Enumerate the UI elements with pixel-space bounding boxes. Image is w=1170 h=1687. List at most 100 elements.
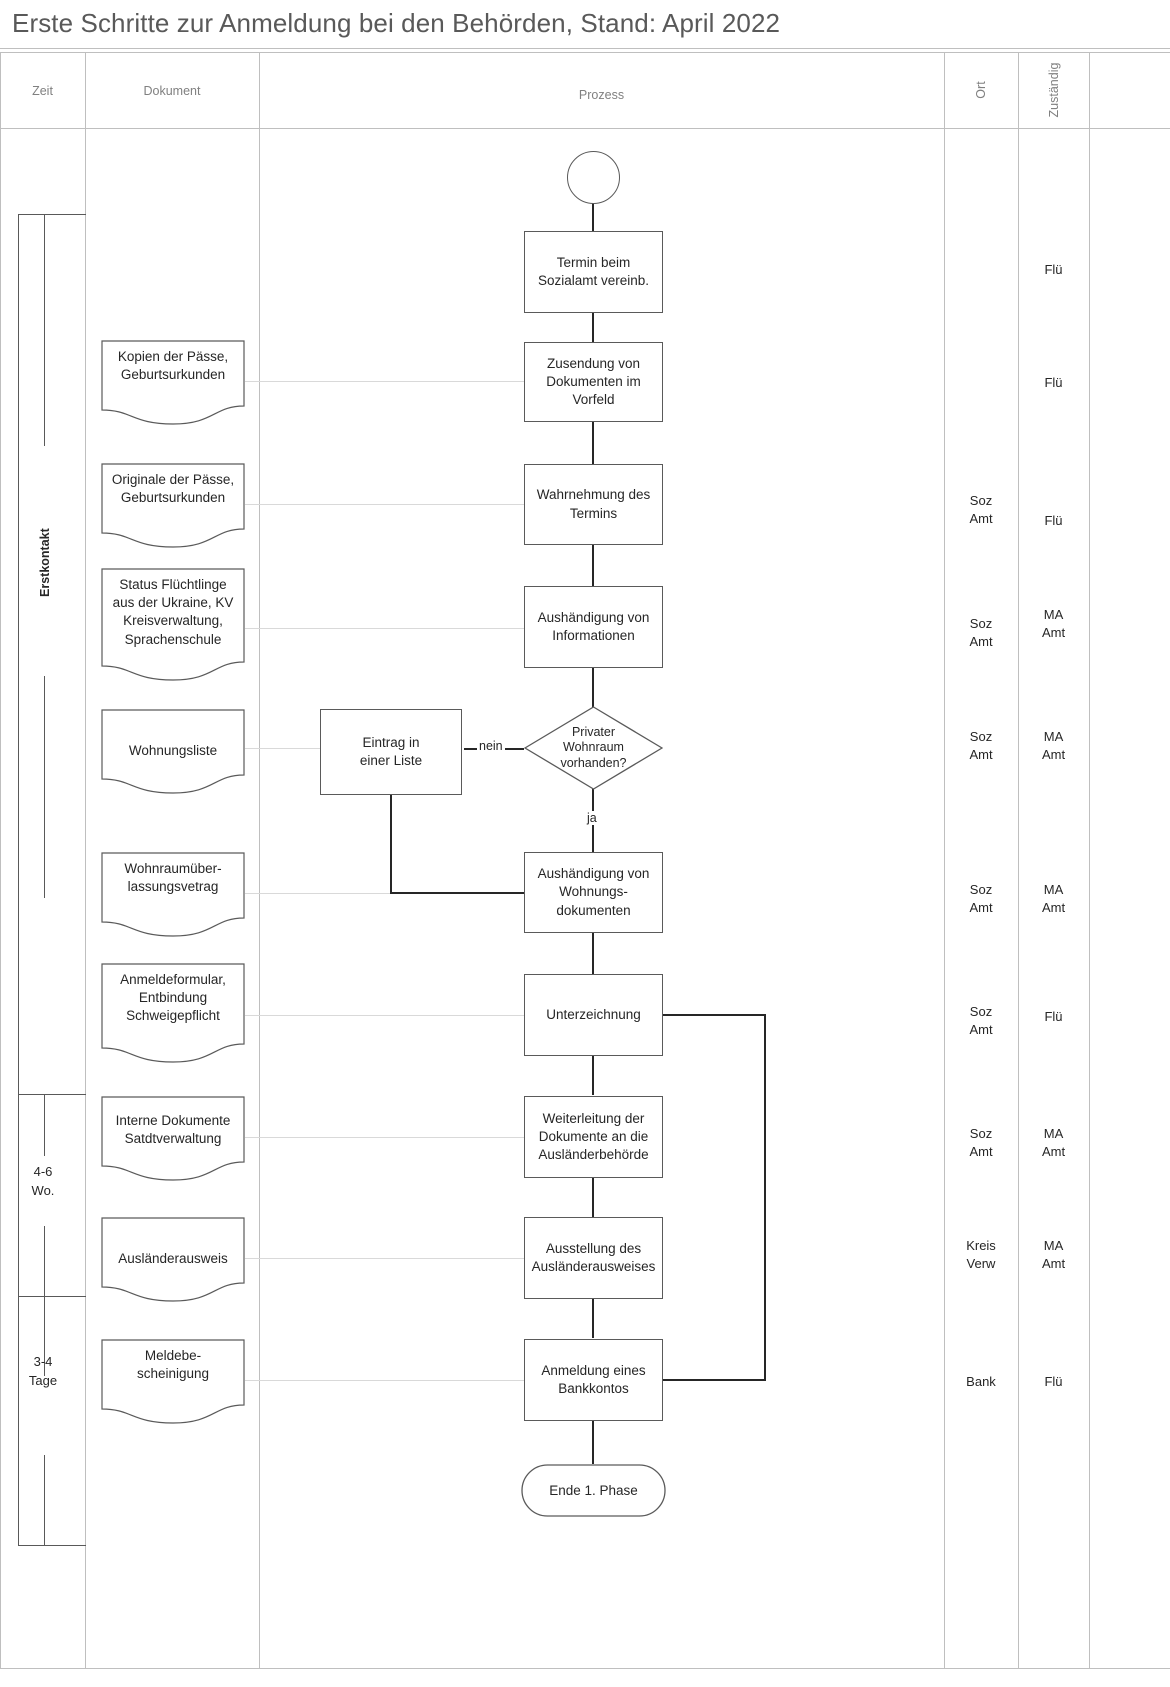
edge-label-nein: nein xyxy=(477,739,505,753)
connector-p7-bypass-top xyxy=(663,1014,766,1016)
column-header-zustaendig: Zuständig xyxy=(1047,62,1061,118)
column-header-dokument: Dokument xyxy=(143,84,201,98)
doc-link-4 xyxy=(245,748,323,749)
document-meldebescheinigung[interactable]: Meldebe- scheinigung xyxy=(101,1339,245,1424)
process-termin-sozialamt[interactable]: Termin beim Sozialamt vereinb. xyxy=(524,231,663,313)
time-label-3-4-tage: 3-4 Tage xyxy=(28,1354,58,1388)
column-header-ort: Ort xyxy=(974,81,988,99)
document-shape-icon xyxy=(101,852,245,937)
ort-value-wohnraum: Soz Amt xyxy=(969,729,993,762)
zustaendig-value-zusendung: Flü xyxy=(1044,375,1063,390)
time-bracket-left-3-4-tage xyxy=(18,1296,19,1545)
document-label: Wohnraumüber- lassungsvetrag xyxy=(124,861,222,895)
document-shape-icon xyxy=(101,1339,245,1424)
document-label: Anmeldeformular, Entbindung Schweigepfli… xyxy=(120,972,226,1024)
grid-line-ort-zustaendig xyxy=(1018,52,1019,1669)
document-status-fluechtlinge[interactable]: Status Flüchtlinge aus der Ukraine, KV K… xyxy=(101,568,245,681)
ort-value-wohnungsdokumente: Soz Amt xyxy=(969,882,993,915)
process-aushaendigung-wohnungsdokumente[interactable]: Aushändigung von Wohnungs- dokumenten xyxy=(524,852,663,933)
zustaendig-value-bankkonto: Flü xyxy=(1044,1374,1063,1389)
end-node-label: Ende 1. Phase xyxy=(549,1483,638,1498)
time-tick-lower-3-4-tage xyxy=(44,1455,45,1545)
process-wahrnehmung-termin[interactable]: Wahrnehmung des Termins xyxy=(524,464,663,545)
ort-value-ausstellung: Kreis Verw xyxy=(966,1238,996,1271)
grid-line-zeit-dokument xyxy=(85,52,86,1669)
doc-link-3 xyxy=(245,628,525,629)
doc-link-9 xyxy=(245,1380,525,1381)
connector-p10-to-end xyxy=(592,1420,594,1464)
process-anmeldung-bankkonto[interactable]: Anmeldung eines Bankkontos xyxy=(524,1339,663,1421)
document-originale-paesse[interactable]: Originale der Pässe, Geburtsurkunden xyxy=(101,463,245,548)
end-node[interactable]: Ende 1. Phase xyxy=(521,1464,666,1517)
connector-p8-to-p9 xyxy=(592,1177,594,1217)
document-wohnungsliste[interactable]: Wohnungsliste xyxy=(101,709,245,794)
connector-p3-to-p4 xyxy=(592,544,594,586)
document-label: Originale der Pässe, Geburtsurkunden xyxy=(111,472,235,506)
document-shape-icon xyxy=(101,1096,245,1181)
divider-title-bottom xyxy=(0,48,1170,49)
column-header-prozess: Prozess xyxy=(578,88,625,102)
edge-label-ja: ja xyxy=(585,811,599,825)
document-label: Interne Dokumente Satdtverwaltung xyxy=(115,1113,231,1147)
terminator-shape-icon xyxy=(521,1464,666,1517)
time-tick-upper-3-4-tage xyxy=(44,1296,45,1376)
connector-p7-to-p8 xyxy=(592,1055,594,1095)
zustaendig-value-termin: Flü xyxy=(1044,262,1063,277)
ort-value-weiterleitung: Soz Amt xyxy=(969,1126,993,1159)
document-anmeldeformular[interactable]: Anmeldeformular, Entbindung Schweigepfli… xyxy=(101,963,245,1063)
connector-p7-bypass-bottom xyxy=(663,1379,766,1381)
document-wohnraumueberlassungsvertrag[interactable]: Wohnraumüber- lassungsvetrag xyxy=(101,852,245,937)
document-kopien-paesse[interactable]: Kopien der Pässe, Geburtsurkunden xyxy=(101,340,245,425)
document-label: Meldebe- scheinigung xyxy=(136,1348,210,1382)
doc-link-7 xyxy=(245,1137,525,1138)
connector-start-to-p1 xyxy=(592,201,594,231)
connector-p5-to-p6 xyxy=(390,892,524,894)
process-eintrag-liste[interactable]: Eintrag in einer Liste xyxy=(320,709,462,795)
grid-line-right-edge xyxy=(1089,52,1090,1669)
zustaendig-value-wohnungsdokumente: MA Amt xyxy=(1041,882,1066,915)
doc-link-6 xyxy=(245,1015,525,1016)
time-bracket-top-4-6-wochen xyxy=(18,1094,86,1095)
connector-p7-bypass-vertical xyxy=(764,1014,766,1381)
process-unterzeichnung[interactable]: Unterzeichnung xyxy=(524,974,663,1056)
divider-header-bottom xyxy=(0,128,1170,129)
document-shape-icon xyxy=(101,963,245,1063)
ort-value-wahrnehmung: Soz Amt xyxy=(969,493,993,526)
grid-line-dokument-prozess xyxy=(259,52,260,1669)
time-label-4-6-wochen: 4-6 Wo. xyxy=(31,1164,55,1198)
document-label: Kopien der Pässe, Geburtsurkunden xyxy=(117,349,229,383)
column-header-zeit: Zeit xyxy=(32,84,53,98)
connector-p1-to-p2 xyxy=(592,312,594,342)
process-weiterleitung-auslaenderbehoerde[interactable]: Weiterleitung der Dokumente an die Auslä… xyxy=(524,1096,663,1178)
document-auslaenderausweis[interactable]: Ausländerausweis xyxy=(101,1217,245,1302)
decision-privater-wohnraum[interactable]: Privater Wohnraum vorhanden? xyxy=(523,706,664,790)
document-interne-dokumente[interactable]: Interne Dokumente Satdtverwaltung xyxy=(101,1096,245,1181)
divider-header-top xyxy=(0,52,1170,53)
time-tick-upper-erstkontakt xyxy=(44,214,45,446)
process-ausstellung-auslaenderausweis[interactable]: Ausstellung des Ausländerausweises xyxy=(524,1217,663,1299)
decision-label: Privater Wohnraum vorhanden? xyxy=(560,724,627,770)
grid-line-left-edge xyxy=(0,52,1,1669)
connector-p4-to-d1 xyxy=(592,667,594,710)
ort-value-unterzeichnung: Soz Amt xyxy=(969,1004,993,1037)
time-tick-lower-4-6-wochen xyxy=(44,1226,45,1296)
time-bracket-left-4-6-wochen xyxy=(18,1094,19,1296)
process-aushaendigung-informationen[interactable]: Aushändigung von Informationen xyxy=(524,586,663,668)
doc-link-2 xyxy=(245,504,525,505)
connector-p6-to-p7 xyxy=(592,932,594,974)
ort-value-bankkonto: Bank xyxy=(966,1374,996,1389)
doc-link-8 xyxy=(245,1258,525,1259)
zustaendig-value-ausstellung: MA Amt xyxy=(1041,1238,1066,1271)
document-label: Status Flüchtlinge aus der Ukraine, KV K… xyxy=(112,577,234,647)
document-label: Ausländerausweis xyxy=(118,1251,228,1267)
start-node[interactable] xyxy=(567,151,620,204)
document-shape-icon xyxy=(101,568,245,681)
diamond-shape-icon xyxy=(523,706,664,790)
process-zusendung-dokumente[interactable]: Zusendung von Dokumenten im Vorfeld xyxy=(524,342,663,422)
time-tick-upper-4-6-wochen xyxy=(44,1094,45,1156)
document-shape-icon xyxy=(101,709,245,794)
connector-p2-to-p3 xyxy=(592,421,594,464)
grid-line-prozess-ort xyxy=(944,52,945,1669)
zustaendig-value-weiterleitung: MA Amt xyxy=(1041,1126,1066,1159)
